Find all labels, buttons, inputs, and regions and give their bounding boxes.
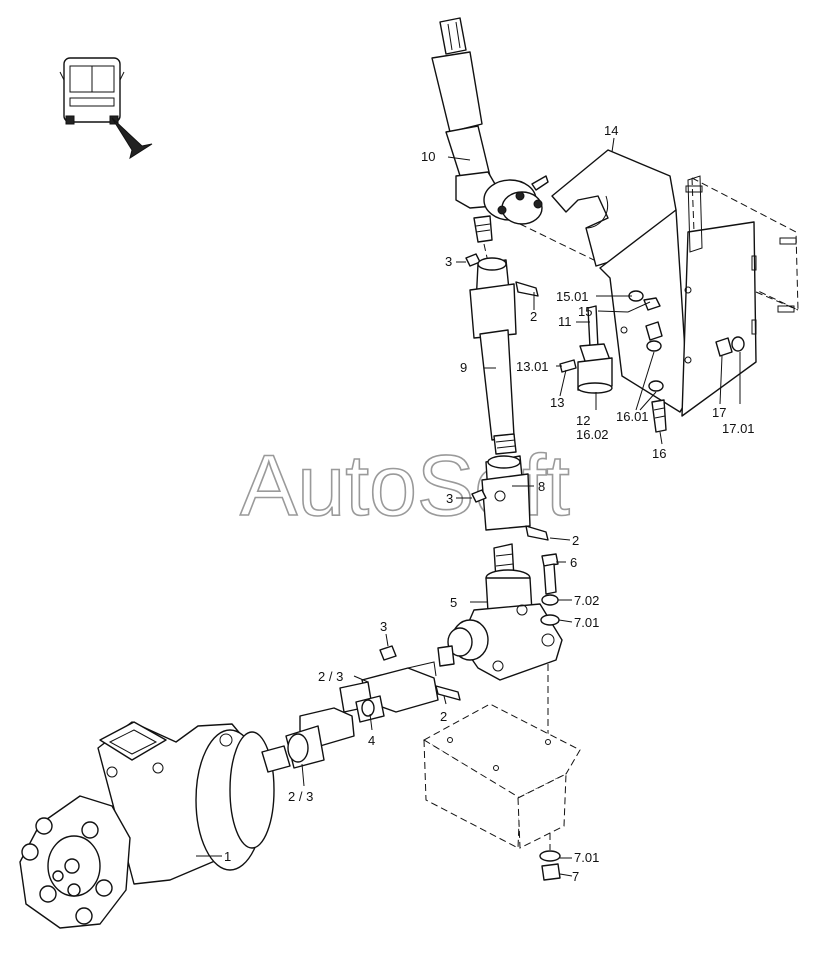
stud-bolts [685, 185, 797, 313]
intermediate-shaft [469, 257, 517, 455]
joint-nut [379, 645, 397, 661]
label-2-3-upper: 2 / 3 [318, 669, 343, 684]
label-15-01: 15.01 [556, 289, 589, 304]
label-7-01-lower: 7.01 [574, 850, 599, 865]
label-17: 17 [712, 405, 726, 420]
column-mounting-bracket [551, 149, 757, 417]
label-7-01-upper: 7.01 [574, 615, 599, 630]
label-14: 14 [604, 123, 618, 138]
bracket-lower-bolt [645, 321, 667, 433]
label-15: 15 [578, 304, 592, 319]
label-16-02: 16.02 [576, 427, 609, 442]
label-2-upper: 2 [530, 309, 537, 324]
label-9: 9 [460, 360, 467, 375]
pointer-arrow-icon [111, 117, 153, 160]
mounting-block-outline [423, 703, 581, 849]
label-16-01: 16.01 [616, 409, 649, 424]
label-4: 4 [368, 733, 375, 748]
label-10: 10 [421, 149, 435, 164]
upper-steering-column [431, 17, 549, 243]
label-3-middle: 3 [446, 491, 453, 506]
label-2-middle: 2 [572, 533, 579, 548]
part-labels: 1 2 2 2 2 / 3 2 / 3 3 3 3 4 5 6 7 7.01 7… [224, 123, 755, 884]
label-2-lower: 2 [440, 709, 447, 724]
label-6: 6 [570, 555, 577, 570]
label-12: 12 [576, 413, 590, 428]
label-7: 7 [572, 869, 579, 884]
bracket-sensor-unit [559, 305, 613, 394]
shaft-joint-bolt [435, 685, 461, 701]
label-1: 1 [224, 849, 231, 864]
label-13-01: 13.01 [516, 359, 549, 374]
lower-yoke-bolt [525, 525, 549, 541]
upper-yoke-bolt [515, 281, 539, 297]
label-13: 13 [550, 395, 564, 410]
lower-nut [471, 489, 487, 503]
bracket-bolt-washer [628, 290, 661, 311]
label-16: 16 [652, 446, 666, 461]
label-8: 8 [538, 479, 545, 494]
lower-universal-joint [481, 455, 531, 531]
gearbox-mount-bolt [540, 553, 560, 626]
label-2-3-lower: 2 / 3 [288, 789, 313, 804]
bottom-nut-washer [539, 850, 561, 881]
label-5: 5 [450, 595, 457, 610]
angle-gearbox [437, 543, 563, 681]
leader-lines [196, 137, 741, 877]
bus-front-icon [59, 57, 125, 125]
label-17-01: 17.01 [722, 421, 755, 436]
lower-shaft-joints [285, 661, 439, 769]
label-11: 11 [558, 314, 572, 329]
bracket-side-nut [715, 336, 745, 357]
label-7-02: 7.02 [574, 593, 599, 608]
label-3-lower: 3 [380, 619, 387, 634]
label-3-upper: 3 [445, 254, 452, 269]
steering-gearbox [19, 721, 291, 929]
